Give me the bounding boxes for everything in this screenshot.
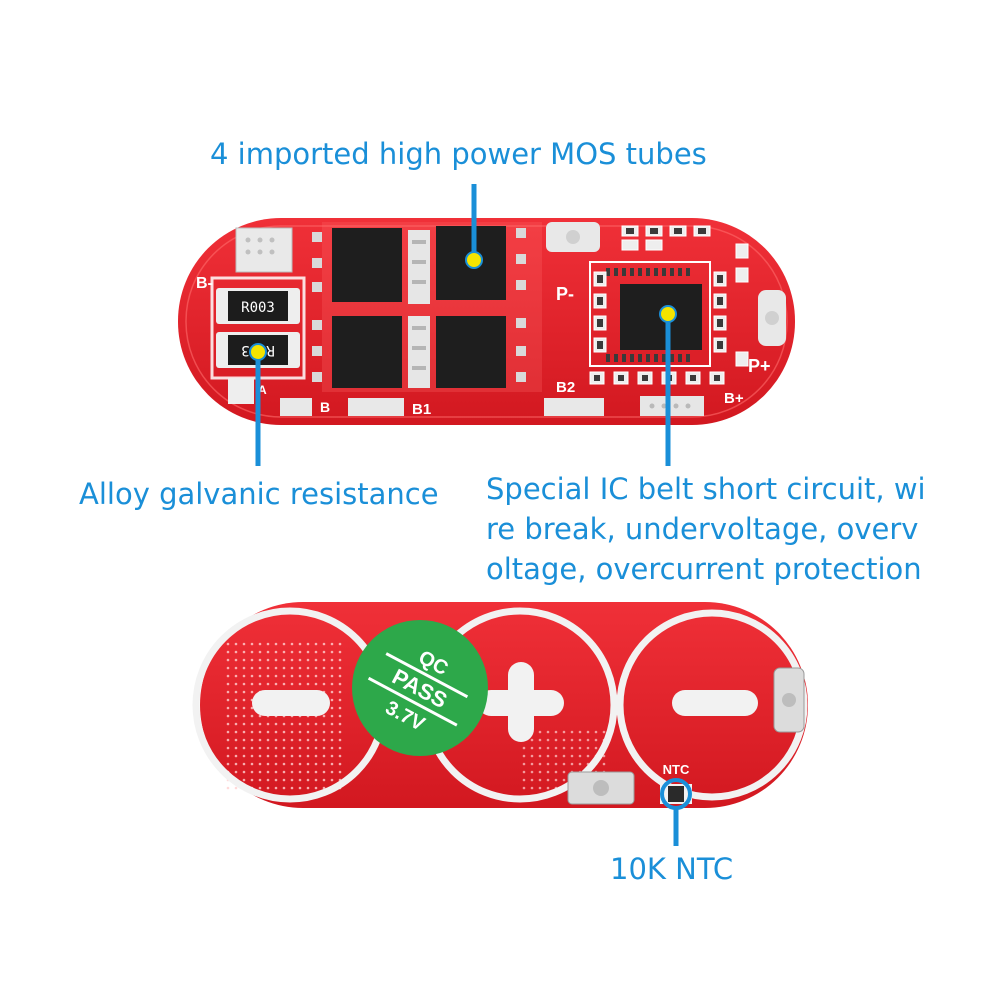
callout-mos-tubes: 4 imported high power MOS tubes bbox=[210, 137, 707, 171]
mosfet-group bbox=[312, 222, 542, 392]
callout-ic-line-3: oltage, overcurrent protection bbox=[486, 552, 922, 586]
callout-ic-line-2: re break, undervoltage, overv bbox=[486, 512, 919, 546]
callout-alloy-resistance: Alloy galvanic resistance bbox=[79, 477, 439, 511]
alloy-resistor-1: R003 bbox=[216, 288, 300, 324]
mosfet-1 bbox=[332, 228, 402, 302]
silk-ntc: NTC bbox=[663, 762, 690, 777]
resistor-1-marking: R003 bbox=[241, 300, 275, 316]
callout-lines bbox=[249, 184, 692, 846]
silk-p-minus: P- bbox=[556, 284, 574, 304]
mosfet-4 bbox=[436, 316, 506, 388]
pad-minus-right bbox=[672, 690, 758, 716]
silk-b: B bbox=[320, 399, 330, 415]
pad-minus-left bbox=[252, 690, 330, 716]
mosfet-3 bbox=[332, 316, 402, 388]
silk-p-plus: P+ bbox=[748, 356, 771, 376]
pcb-top-board: R003 R003 bbox=[178, 218, 795, 425]
ic-marker bbox=[659, 305, 677, 323]
silk-b2: B2 bbox=[556, 379, 575, 396]
silk-b-minus: B- bbox=[196, 275, 213, 292]
qc-pass-sticker: QC PASS 3.7V bbox=[352, 620, 488, 756]
ntc-thermistor bbox=[668, 786, 684, 802]
ntc-marker bbox=[660, 778, 692, 810]
resistance-marker bbox=[249, 343, 267, 361]
callout-ntc: 10K NTC bbox=[610, 852, 734, 886]
callout-ic-line-1: Special IC belt short circuit, wi bbox=[486, 472, 926, 506]
silk-b1: B1 bbox=[412, 401, 431, 418]
silk-a: A bbox=[258, 383, 267, 397]
mos-marker bbox=[465, 251, 483, 269]
pcb-bottom-board: QC PASS 3.7V NTC bbox=[192, 602, 808, 808]
silk-b-plus: B+ bbox=[724, 390, 744, 407]
